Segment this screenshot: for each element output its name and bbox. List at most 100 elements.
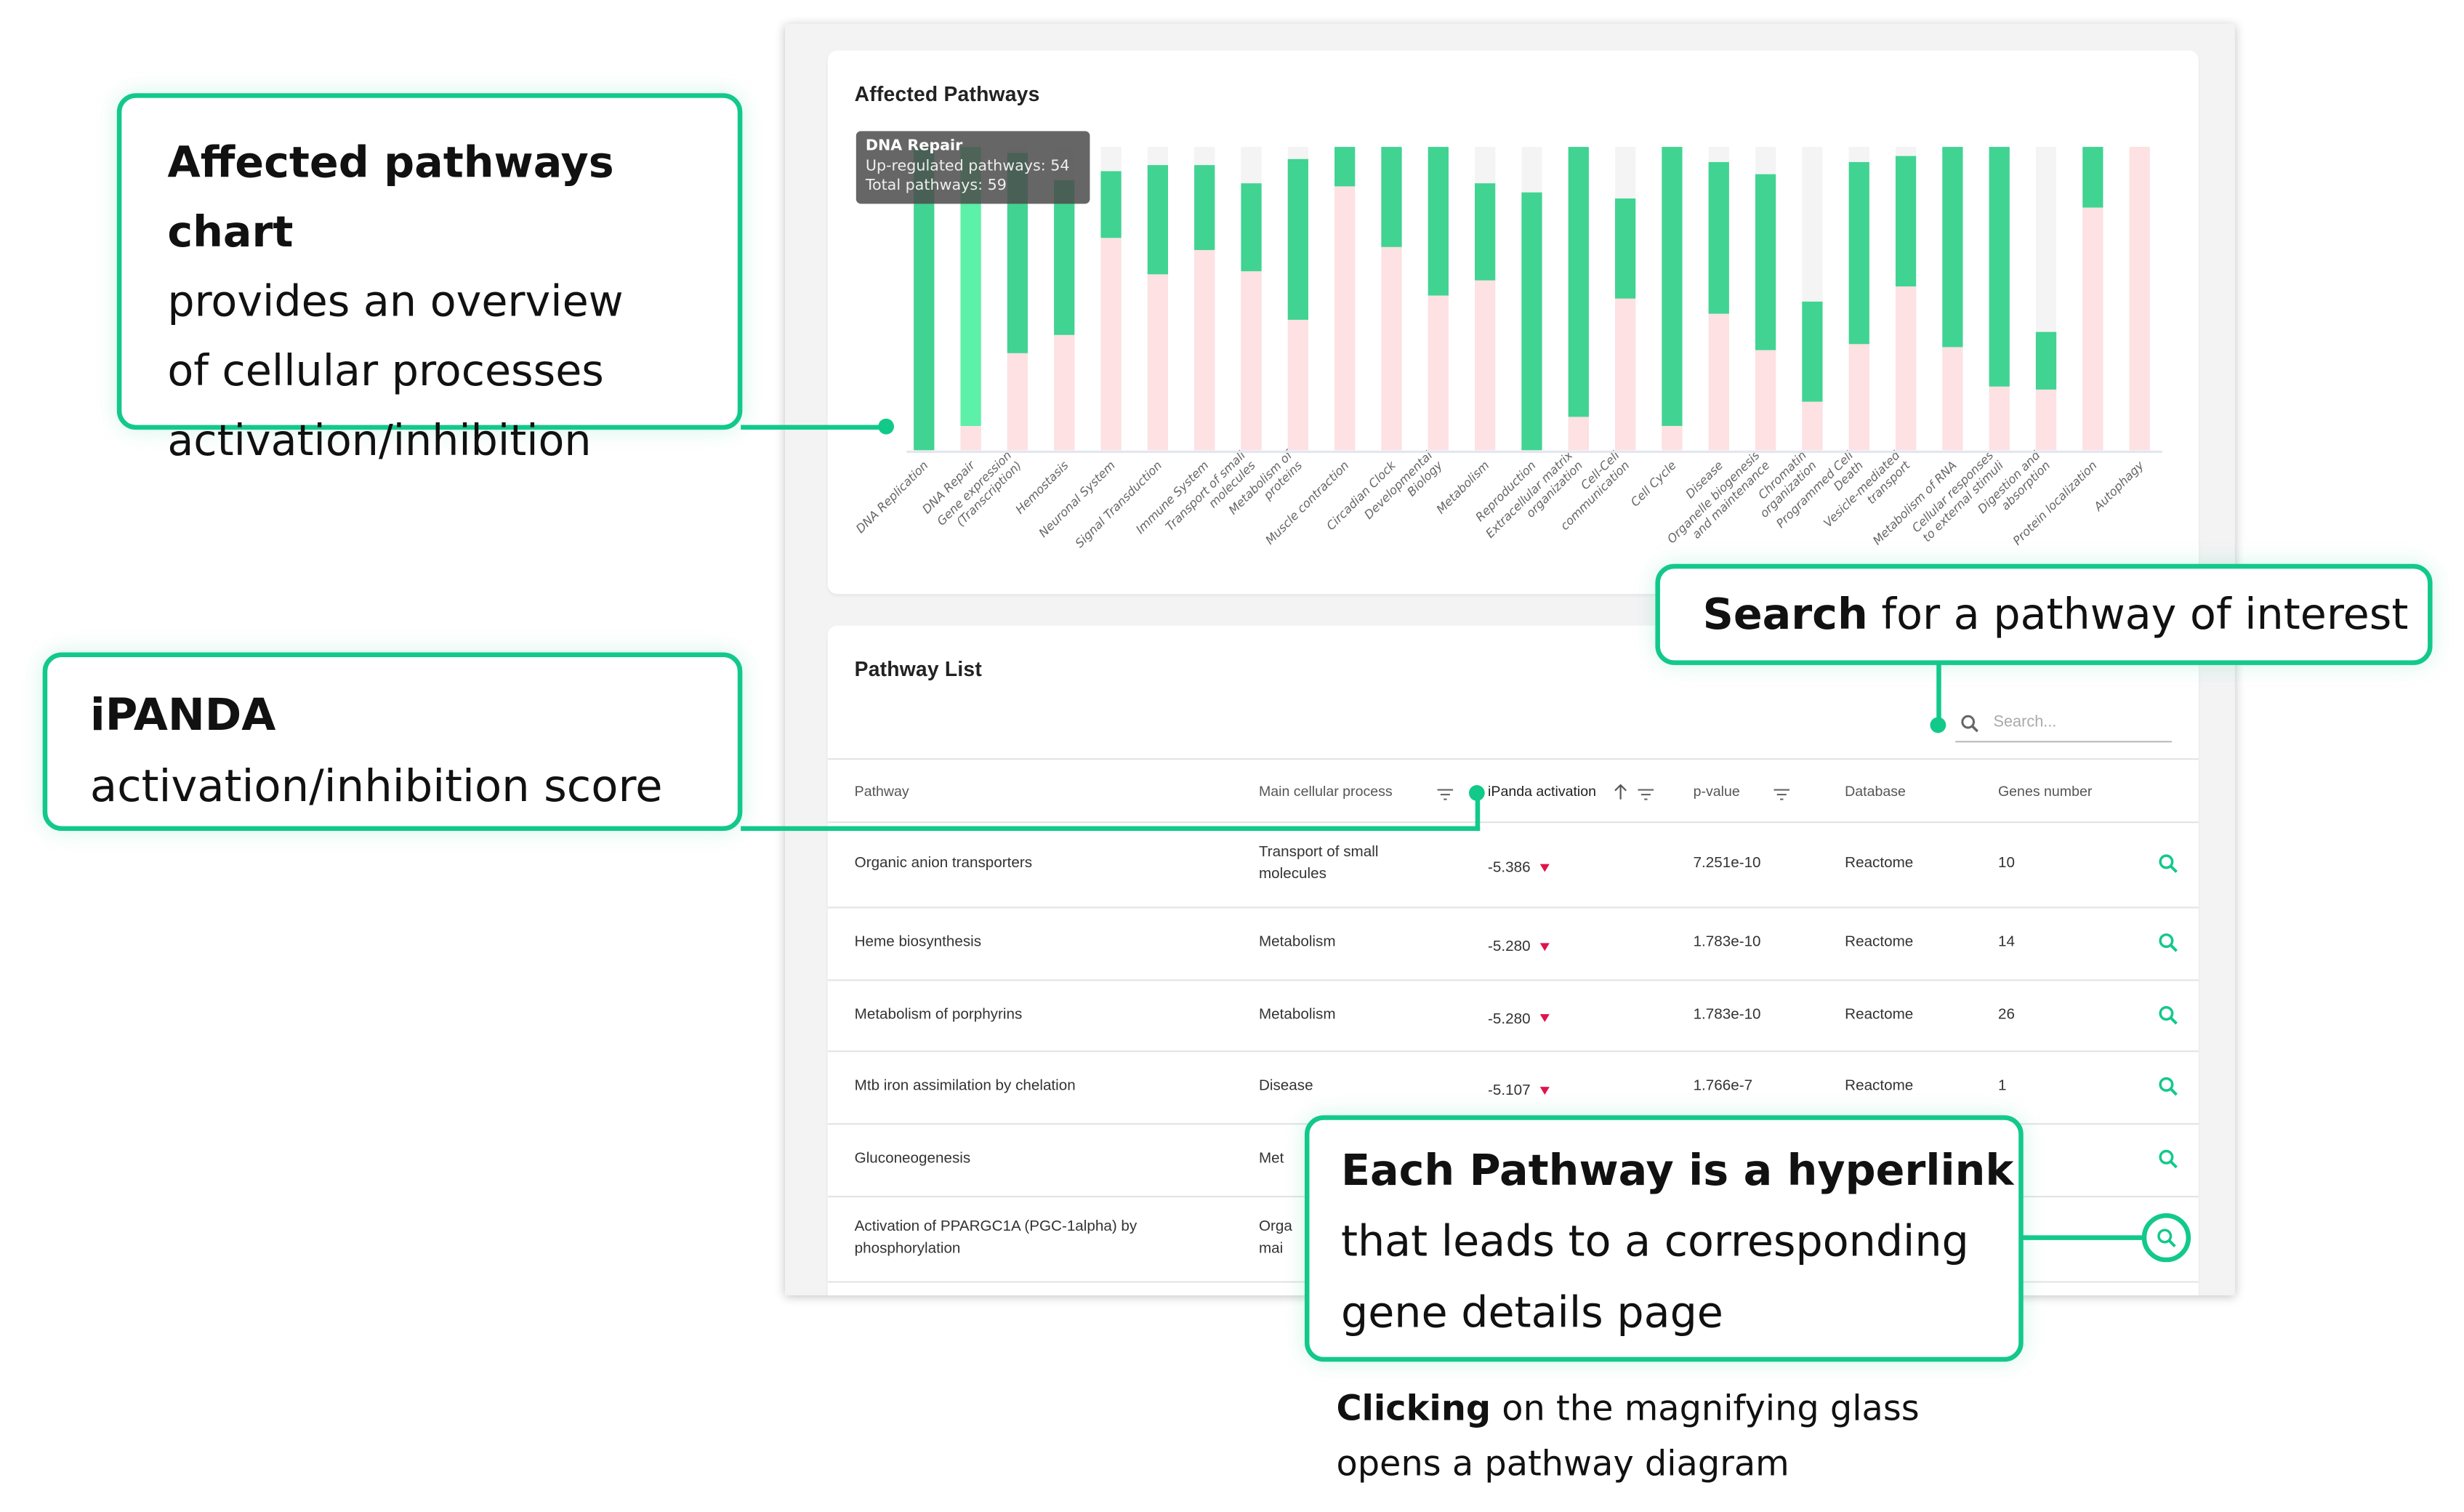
cell-text: Reactome <box>1845 1077 1914 1095</box>
search-icon <box>1961 715 1978 733</box>
bar-up-regulated[interactable] <box>1194 165 1215 250</box>
bar-down-regulated[interactable] <box>1802 401 1823 451</box>
callout-chart-line: provides an overview <box>167 278 624 327</box>
magnifier-icon[interactable] <box>2157 1004 2179 1026</box>
column-header[interactable]: Genes number <box>1997 783 2093 800</box>
bar-down-regulated[interactable] <box>1708 313 1729 451</box>
bar-down-regulated[interactable] <box>1100 238 1122 451</box>
bar-up-regulated[interactable] <box>1287 158 1308 320</box>
bar-down-regulated[interactable] <box>1895 286 1917 451</box>
bar-up-regulated[interactable] <box>1755 174 1776 350</box>
bar-down-regulated[interactable] <box>960 425 981 451</box>
magnifier-icon[interactable] <box>2157 853 2179 874</box>
bar-down-regulated[interactable] <box>1614 298 1636 451</box>
bar-down-regulated[interactable] <box>1054 334 1075 451</box>
pathway-link[interactable]: Mtb iron assimilation by chelation <box>855 1076 1218 1098</box>
column-header[interactable]: iPanda activation <box>1488 783 1597 800</box>
connector-dot <box>878 418 894 435</box>
bar-down-regulated[interactable] <box>1334 186 1356 451</box>
bar-down-regulated[interactable] <box>1848 344 1869 451</box>
bar-up-regulated[interactable] <box>2082 147 2103 208</box>
bar-up-regulated[interactable] <box>1521 192 1542 451</box>
table-row[interactable]: Organic anion transporters Transport of s… <box>827 821 2199 909</box>
bar-up-regulated[interactable] <box>1895 156 1917 287</box>
bar-down-regulated[interactable] <box>1007 353 1028 451</box>
cell-text: Disease <box>1258 1077 1313 1095</box>
bar-up-regulated[interactable] <box>1662 147 1683 426</box>
bar-down-regulated[interactable] <box>1755 350 1776 451</box>
row-divider <box>827 1050 2199 1053</box>
table-cell: 26 <box>1998 1004 2141 1026</box>
bar-up-regulated[interactable] <box>1708 161 1729 314</box>
bar-down-regulated[interactable] <box>1475 280 1496 451</box>
filter-icon[interactable] <box>1437 782 1454 800</box>
bar-down-regulated[interactable] <box>2035 389 2057 451</box>
bar-up-regulated[interactable] <box>1989 147 2010 387</box>
bar-up-regulated[interactable] <box>2035 331 2057 390</box>
bar-up-regulated[interactable] <box>1568 147 1589 417</box>
table-cell: Met <box>1259 1149 1297 1170</box>
table-cell: Reactome <box>1845 932 1987 954</box>
bar-up-regulated[interactable] <box>1802 301 1823 402</box>
cell-text: 26 <box>1997 1005 2015 1024</box>
filter-icon[interactable] <box>1773 782 1790 800</box>
bar-up-regulated[interactable] <box>1381 147 1402 247</box>
bar-down-regulated[interactable] <box>1287 319 1308 451</box>
pathway-link[interactable]: Metabolism of porphyrins <box>855 1004 1218 1026</box>
table-cell: Disease <box>1259 1076 1417 1098</box>
column-header[interactable]: Main cellular process <box>1258 783 1393 800</box>
cell-text: 14 <box>1997 933 2015 952</box>
bar-up-regulated[interactable] <box>1100 171 1122 238</box>
pathway-link[interactable]: Gluconeogenesis <box>855 1149 1218 1170</box>
bar-up-regulated[interactable] <box>1942 147 1963 347</box>
sort-ascending-icon[interactable] <box>1613 781 1629 800</box>
bar-down-regulated[interactable] <box>1662 425 1683 451</box>
magnifier-icon[interactable] <box>2157 1149 2179 1170</box>
pathway-link[interactable]: Organic anion transporters <box>855 853 1218 874</box>
cell-text: Transport of small molecules <box>1258 843 1379 883</box>
bar-down-regulated[interactable] <box>1428 295 1449 451</box>
bar-down-regulated[interactable] <box>1147 274 1169 451</box>
bar-down-regulated[interactable] <box>1989 386 2010 451</box>
bar-down-regulated[interactable] <box>1241 271 1262 451</box>
bar-up-regulated[interactable] <box>1147 165 1169 275</box>
bar-up-regulated[interactable] <box>1475 183 1496 281</box>
filter-icon[interactable] <box>1638 782 1654 800</box>
connector-line <box>1936 663 1941 727</box>
bar-down-regulated[interactable] <box>2082 207 2103 451</box>
magnifier-icon[interactable] <box>2156 1227 2178 1249</box>
bar-up-regulated[interactable] <box>1241 183 1262 272</box>
bar-down-regulated[interactable] <box>1568 417 1589 451</box>
cell-text: Metabolism <box>1258 933 1336 952</box>
bar-up-regulated[interactable] <box>1334 147 1356 187</box>
pathway-link[interactable]: Heme biosynthesis <box>855 932 1218 954</box>
search-box[interactable] <box>1955 709 2173 743</box>
cell-text: Metabolism <box>1258 1005 1336 1024</box>
bar-down-regulated[interactable] <box>1381 246 1402 451</box>
column-header[interactable]: Database <box>1845 783 1906 800</box>
divider <box>827 821 2199 824</box>
bar-up-regulated[interactable] <box>1848 161 1869 345</box>
magnifier-icon[interactable] <box>2157 932 2179 954</box>
cell-text: Gluconeogenesis <box>854 1150 971 1167</box>
column-header[interactable]: p-value <box>1693 783 1740 800</box>
cell-text: 7.251e-10 <box>1693 854 1761 872</box>
bar-down-regulated[interactable] <box>2129 147 2150 451</box>
search-input[interactable] <box>1990 712 2170 733</box>
table-cell: Reactome <box>1845 1076 1987 1098</box>
bar-up-regulated[interactable] <box>1054 180 1075 335</box>
bar-down-regulated[interactable] <box>1942 347 1963 451</box>
magnifier-icon[interactable] <box>2157 1076 2179 1098</box>
column-header[interactable]: Pathway <box>854 783 909 800</box>
bar-up-regulated[interactable] <box>1614 198 1636 299</box>
bar-up-regulated[interactable] <box>1428 147 1449 296</box>
bar-down-regulated[interactable] <box>1194 249 1215 451</box>
row-divider <box>827 906 2199 909</box>
table-row[interactable]: Mtb iron assimilation by chelation Diseas… <box>827 1050 2199 1125</box>
cell-text: Activation of PPARGC1A (PGC-1alpha) by p… <box>854 1218 1138 1258</box>
note-line: on the magnifying glass <box>1491 1390 1920 1430</box>
pathway-link[interactable]: Activation of PPARGC1A (PGC-1alpha) by p… <box>855 1216 1218 1260</box>
